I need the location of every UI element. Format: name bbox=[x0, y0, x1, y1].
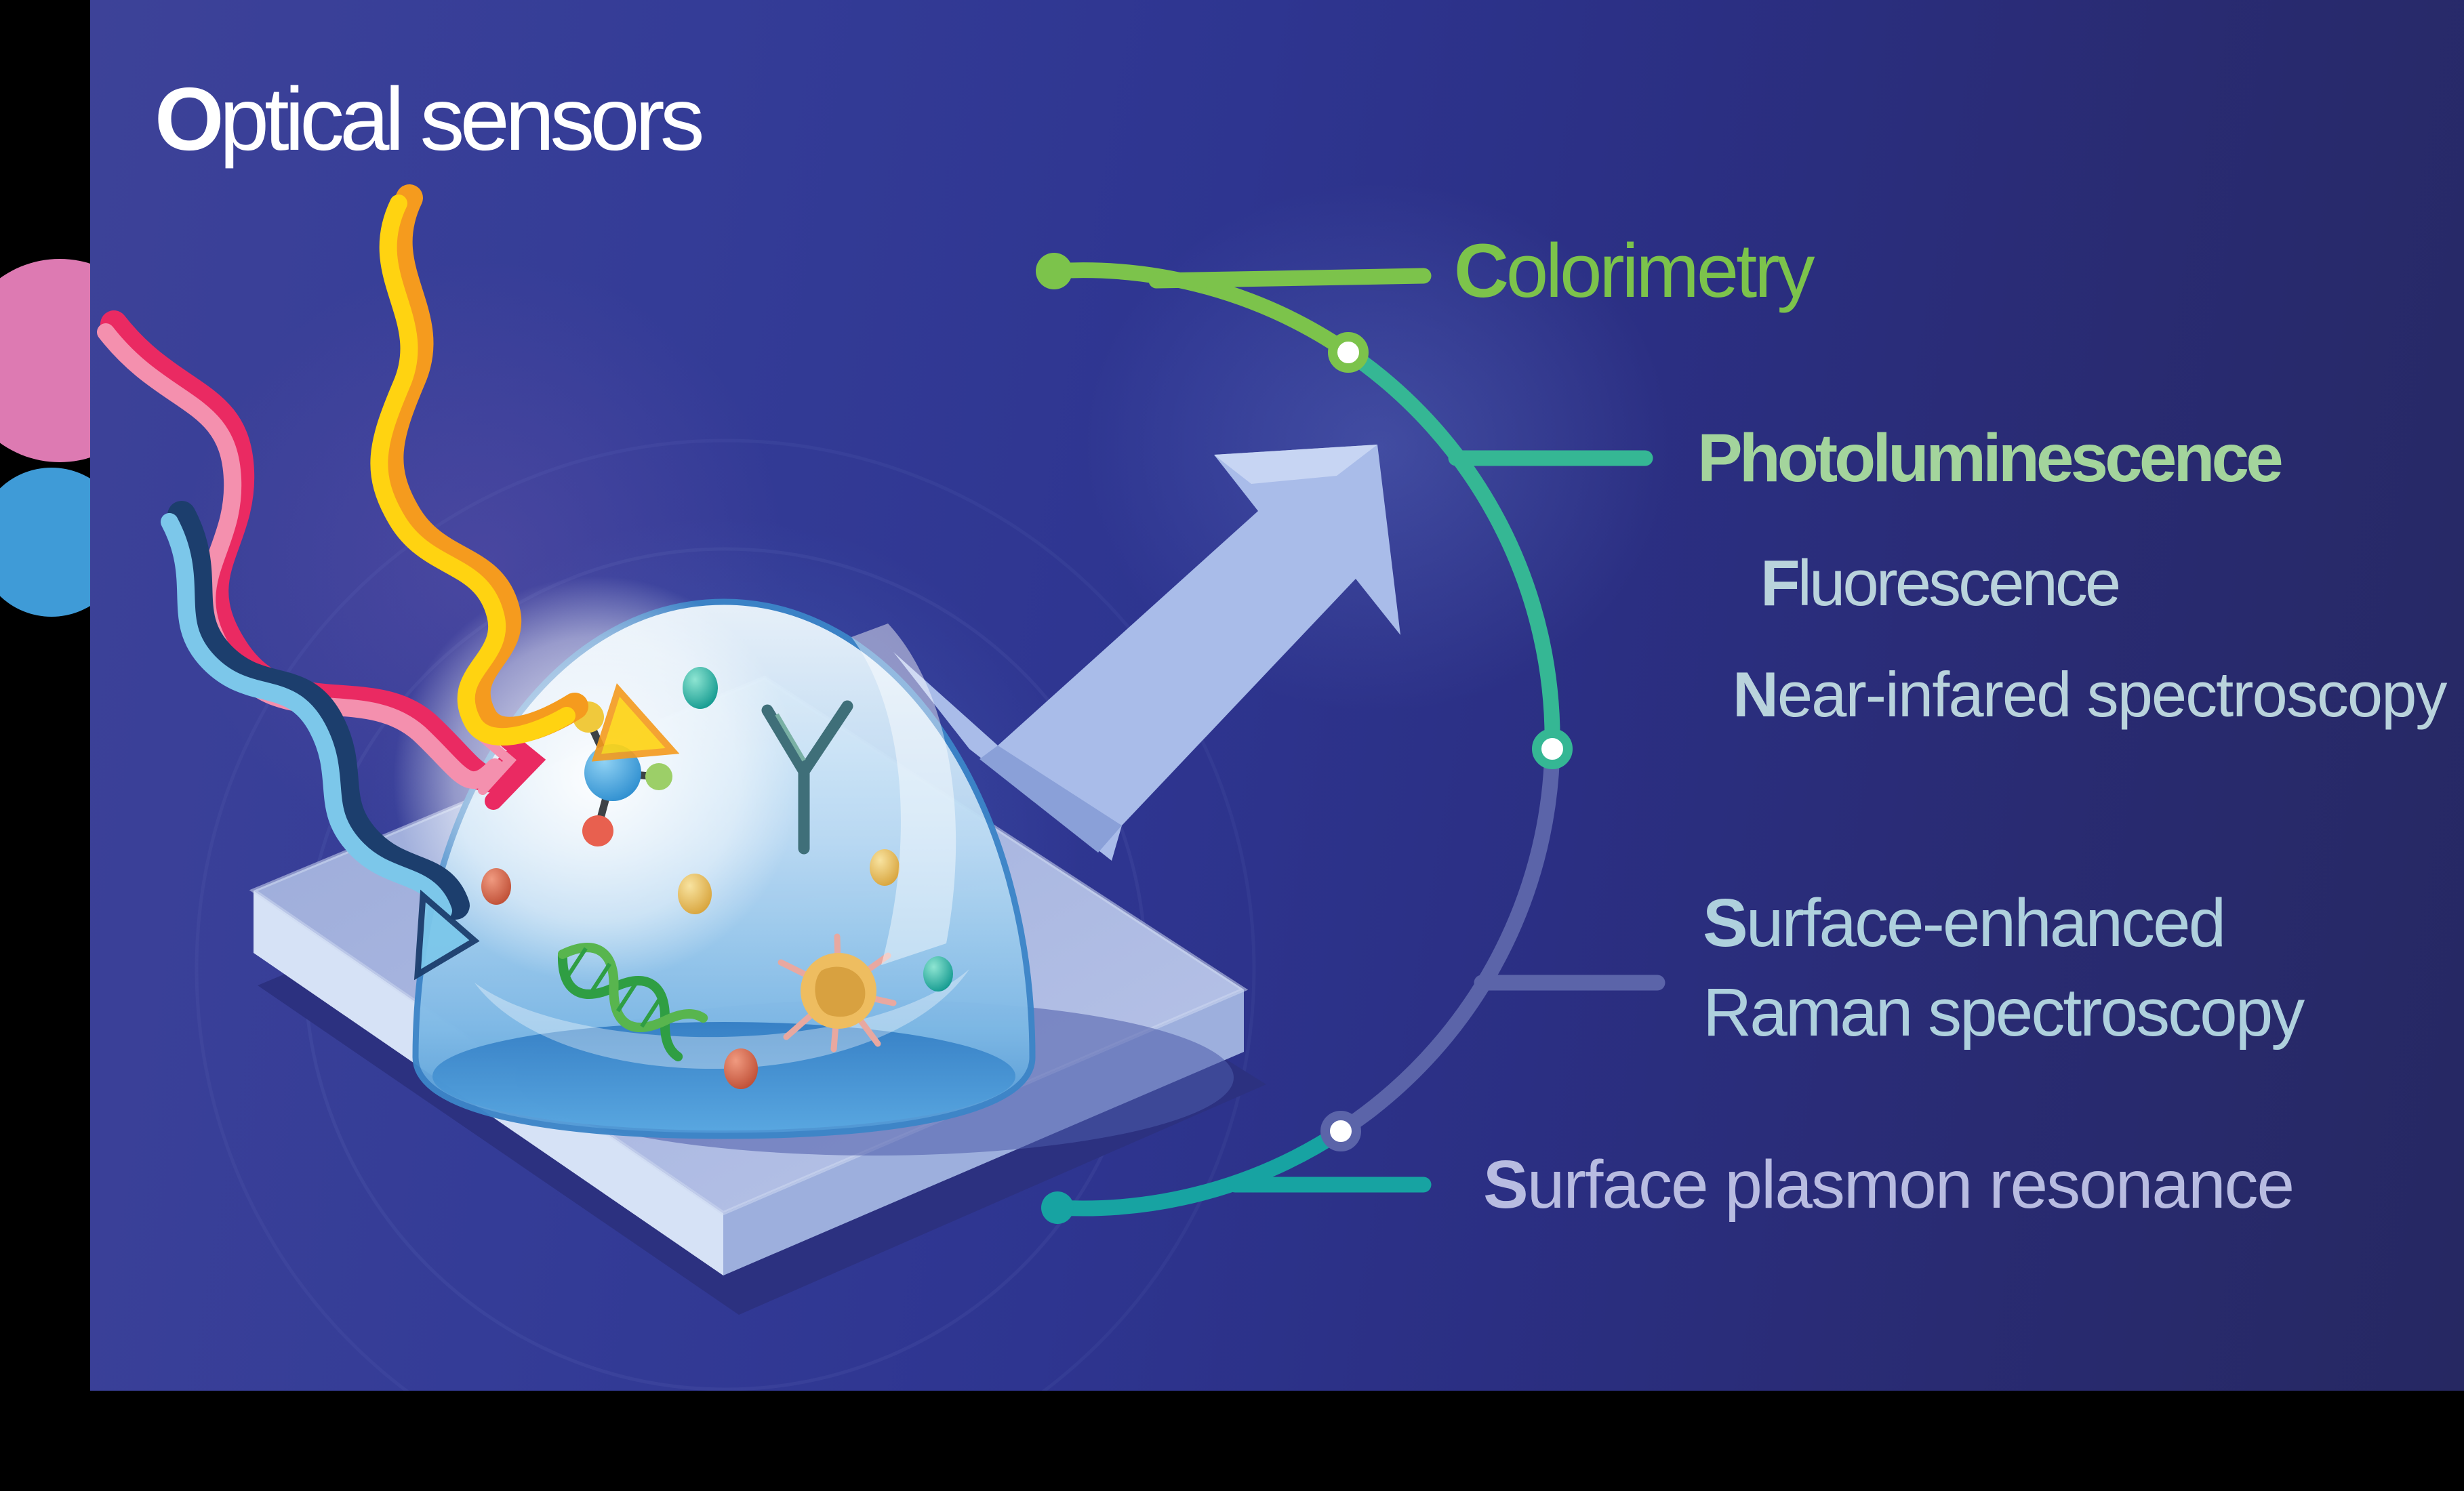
sers-rest: urface-enhanced bbox=[1745, 885, 2227, 961]
bead-red-2 bbox=[724, 1048, 758, 1089]
sers-line2: Raman spectroscopy bbox=[1703, 975, 2305, 1050]
cell-icon bbox=[777, 933, 897, 1053]
arc-start-dot bbox=[1036, 253, 1072, 289]
bead-yellow bbox=[678, 874, 712, 914]
signal-arrow-icon bbox=[893, 445, 1400, 861]
label-colorimetry: Colorimetry bbox=[1454, 233, 1815, 309]
label-fluorescence: Fluorescence bbox=[1760, 551, 2121, 616]
sensor-illustration bbox=[97, 184, 1665, 1391]
photoluminescence-rest: hotoluminescence bbox=[1739, 420, 2284, 496]
label-surface-plasmon-resonance: Surface plasmon resonance bbox=[1483, 1151, 2295, 1219]
title-lead-letter: O bbox=[155, 69, 224, 169]
arc-node-photoluminescence bbox=[1532, 729, 1573, 769]
bead-teal-2 bbox=[923, 956, 953, 992]
colorimetry-connector bbox=[1148, 268, 1432, 289]
light-wave-yellow-icon bbox=[370, 184, 680, 762]
bead-yellow-2 bbox=[870, 849, 900, 886]
nir-rest: ear-infared spectroscopy bbox=[1777, 659, 2448, 730]
main-panel: Optical sensors Colorimetry Photolumines… bbox=[90, 0, 2464, 1391]
light-wave-blue-icon bbox=[161, 501, 480, 981]
label-surface-enhanced-raman: Surface-enhanced Raman spectroscopy bbox=[1703, 878, 2305, 1057]
fluorescence-rest: luorescence bbox=[1797, 547, 2122, 619]
dna-icon bbox=[557, 943, 708, 1062]
bead-teal bbox=[683, 667, 718, 709]
arc-node-colorimetry bbox=[1328, 332, 1369, 373]
fluorescence-lead: F bbox=[1760, 547, 1800, 619]
arc-end-dot bbox=[1041, 1191, 1074, 1224]
colorimetry-rest: olorimetry bbox=[1506, 228, 1815, 313]
page-title: Optical sensors bbox=[155, 75, 705, 164]
bead-red bbox=[481, 868, 511, 905]
sers-lead: S bbox=[1703, 885, 1748, 961]
nir-lead: N bbox=[1733, 659, 1779, 730]
sers-line1: Surface-enhanced bbox=[1703, 878, 2303, 968]
label-photoluminescence: Photoluminescence bbox=[1697, 424, 2284, 492]
dome-specular bbox=[851, 624, 956, 965]
antibody-icon bbox=[761, 700, 853, 855]
colorimetry-lead: C bbox=[1454, 228, 1509, 313]
photoluminescence-lead: P bbox=[1697, 420, 1743, 496]
title-rest: ptical sensors bbox=[219, 69, 705, 169]
arc-node-sers bbox=[1320, 1111, 1361, 1151]
spr-lead: S bbox=[1483, 1147, 1529, 1223]
spr-rest: urface plasmon resonance bbox=[1527, 1147, 2295, 1223]
label-near-infrared-spectroscopy: Near-infared spectroscopy bbox=[1733, 663, 2447, 727]
category-arc bbox=[1046, 262, 1665, 1217]
